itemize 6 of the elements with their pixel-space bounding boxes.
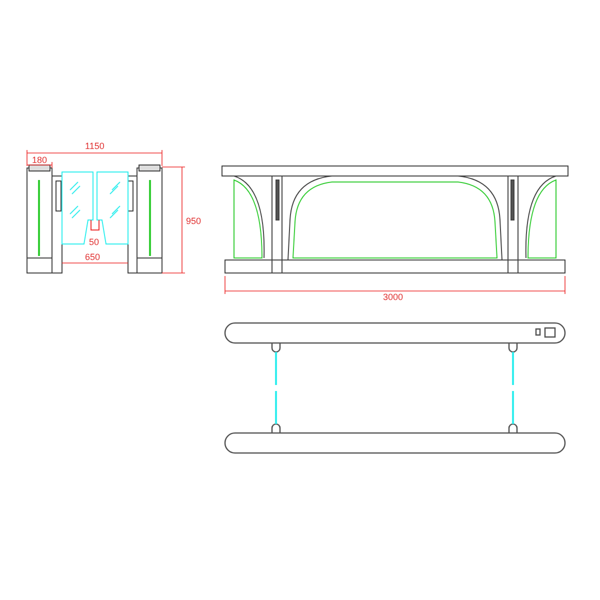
dimension-label: 3000: [383, 292, 404, 302]
dimension-label: 180: [32, 155, 48, 165]
dimension-label: 950: [186, 216, 202, 226]
dimension-label: 1150: [85, 141, 104, 151]
dimension-label: 50: [89, 237, 100, 247]
dimension-label: 650: [85, 252, 100, 262]
